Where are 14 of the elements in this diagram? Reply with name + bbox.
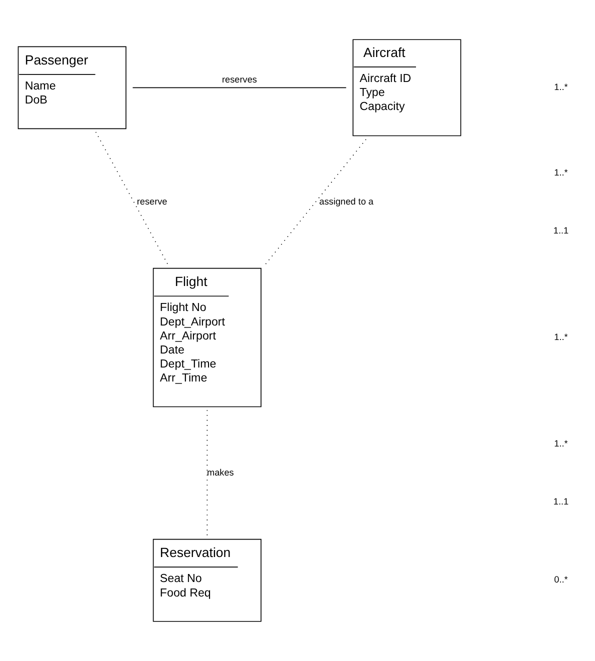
label: 0..* (554, 574, 568, 585)
connector (132, 87, 347, 88)
label: 1..* (554, 332, 568, 342)
label: 1..* (554, 438, 568, 448)
connector (95, 132, 169, 266)
edge-label: reserves (222, 74, 257, 85)
label: 1..* (554, 167, 568, 178)
edge-label: assigned to a (319, 196, 374, 206)
edge-label: makes (207, 467, 234, 478)
label: 1..1 (553, 225, 569, 236)
edge-label: reserve (136, 196, 168, 206)
connector (264, 138, 366, 266)
label: 1..* (554, 82, 568, 92)
label: 1..1 (553, 496, 569, 506)
